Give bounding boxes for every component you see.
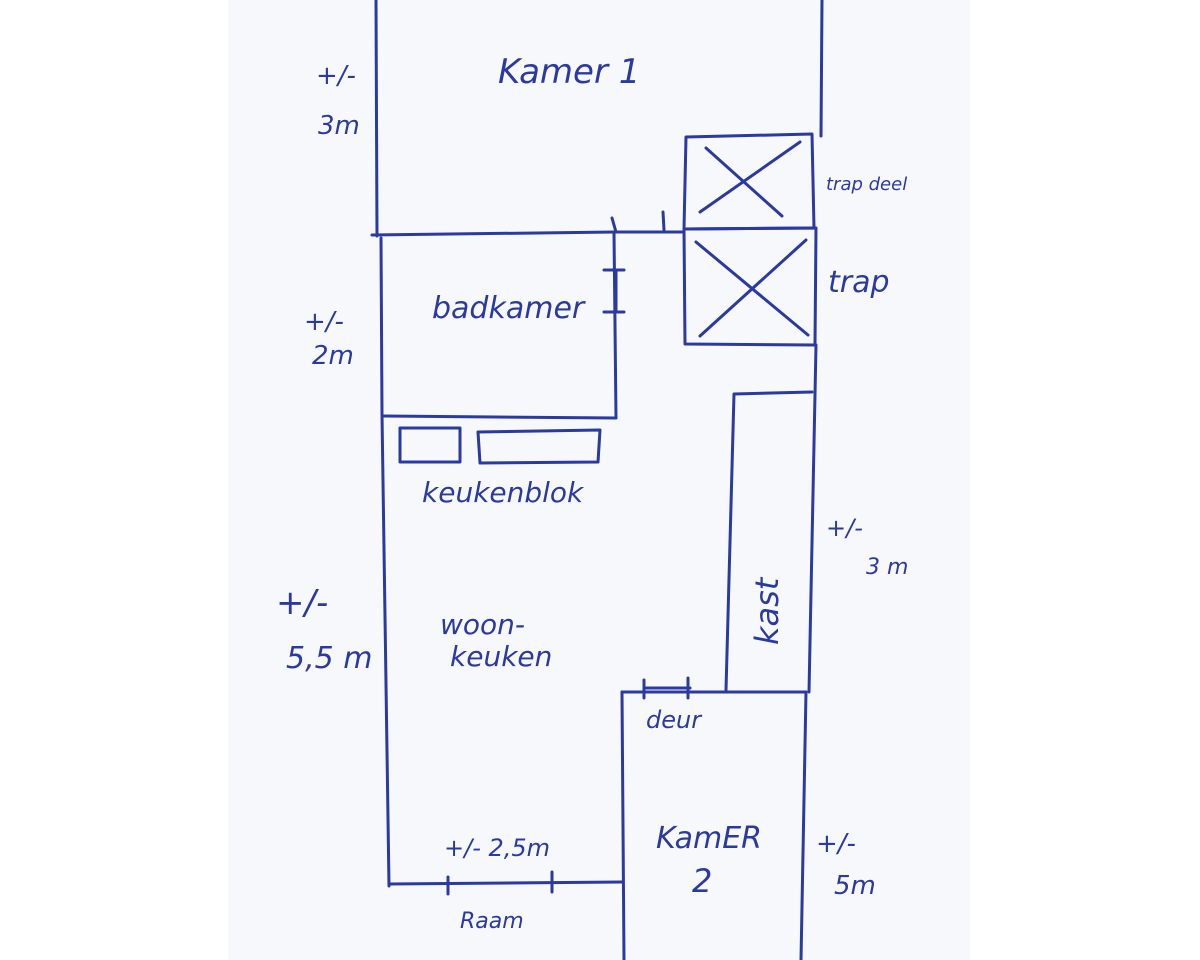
dimension-labels: +/- 3m +/- 2m +/- 5,5 m +/- 2,5m +/- 3 m… xyxy=(276,61,908,901)
kamer2-left-wall xyxy=(620,690,626,960)
kamer1-right-wall xyxy=(819,0,824,138)
kast-outline xyxy=(724,390,814,692)
label-raam: Raam xyxy=(460,909,524,934)
dim-breedte: +/- 2,5m xyxy=(444,834,550,862)
label-kamer2-1: KamER xyxy=(656,821,762,856)
woonkeuken-left-wall xyxy=(380,412,391,888)
dim-kamer1-pm: +/- xyxy=(316,61,356,91)
keukenblok-sink xyxy=(398,426,462,464)
label-kast: kast xyxy=(748,576,786,645)
label-woonkeuken-1: woon- xyxy=(440,608,525,641)
badkamer-right-wall xyxy=(612,230,618,420)
dim-kast-len: 3 m xyxy=(866,555,908,580)
dim-woonkeuken-len: 5,5 m xyxy=(286,641,372,676)
trap-deel-cross xyxy=(698,140,802,218)
label-keukenblok: keukenblok xyxy=(422,476,585,509)
room-labels: Kamer 1 trap deel trap badkamer keukenbl… xyxy=(422,52,907,934)
raam-ticks xyxy=(446,870,554,896)
label-trap: trap xyxy=(828,265,890,300)
dim-kamer2-pm: +/- xyxy=(816,829,856,859)
right-outer-wall xyxy=(807,343,818,694)
badkamer-door-ticks xyxy=(602,268,626,314)
trap-cross xyxy=(694,238,810,338)
keukenblok-counter xyxy=(476,428,602,465)
dim-woonkeuken-pm: +/- xyxy=(276,583,328,623)
label-deur: deur xyxy=(646,706,703,734)
dim-badkamer-len: 2m xyxy=(312,341,354,371)
label-kamer2-2: 2 xyxy=(692,862,712,900)
paper-background xyxy=(228,0,970,960)
woonkeuken-bottom-wall xyxy=(387,880,624,886)
label-woonkeuken-2: keuken xyxy=(450,640,552,673)
badkamer-left-wall xyxy=(379,236,384,416)
dim-kamer2-len: 5m xyxy=(834,871,876,901)
deur-ticks xyxy=(642,676,692,700)
label-tussendeel: trap deel xyxy=(826,174,907,195)
kamer2-right-wall xyxy=(799,690,808,960)
door-tick-kamer1 xyxy=(610,210,666,234)
floor-plan-walls xyxy=(370,0,824,960)
label-kamer1: Kamer 1 xyxy=(498,52,640,92)
kamer1-left-wall xyxy=(374,0,379,238)
label-badkamer: badkamer xyxy=(432,291,586,326)
dim-badkamer-pm: +/- xyxy=(304,307,344,337)
dim-kamer1-len: 3m xyxy=(318,111,360,141)
badkamer-bottom-wall xyxy=(382,414,618,420)
dim-kast-pm: +/- xyxy=(826,514,863,542)
